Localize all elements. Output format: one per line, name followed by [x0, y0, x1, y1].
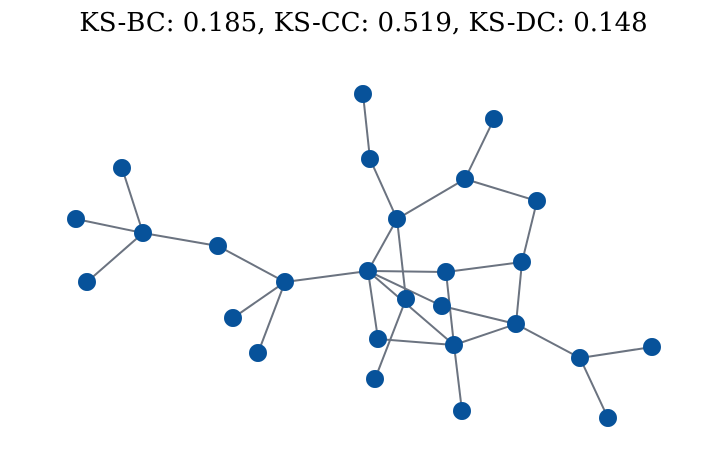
graph-node: [507, 315, 525, 333]
graph-edge: [453, 344, 463, 412]
graph-edge: [257, 281, 286, 354]
graph-node: [437, 263, 455, 281]
graph-edge: [515, 261, 523, 325]
graph-edge: [367, 218, 398, 272]
graph-node: [397, 290, 415, 308]
figure-title: KS-BC: 0.185, KS-CC: 0.519, KS-DC: 0.148: [79, 8, 648, 38]
graph-edge: [367, 270, 379, 340]
graph-edge: [464, 118, 495, 180]
graph-edges: [75, 93, 653, 419]
graph-edge: [217, 245, 286, 283]
graph-node: [445, 336, 463, 354]
graph-edge: [396, 178, 466, 220]
graph-node: [513, 253, 531, 271]
graph-edge: [367, 270, 447, 273]
graph-edge: [579, 357, 609, 419]
graph-edge: [75, 218, 144, 234]
graph-edge: [367, 270, 443, 307]
graph-node: [456, 170, 474, 188]
graph-edge: [377, 338, 455, 346]
graph-node: [113, 159, 131, 177]
graph-edge: [445, 261, 523, 273]
graph-edge: [369, 158, 398, 220]
graph-node: [224, 309, 242, 327]
graph-edge: [232, 281, 286, 319]
graph-node: [369, 330, 387, 348]
graph-edge: [453, 323, 517, 346]
graph-node: [388, 210, 406, 228]
graph-node: [528, 192, 546, 210]
graph-edge: [121, 167, 144, 234]
graph-edge: [86, 232, 144, 283]
graph-node: [249, 344, 267, 362]
graph-edge: [142, 232, 219, 247]
graph-edge: [362, 93, 371, 160]
graph-node: [209, 237, 227, 255]
graph-edge: [464, 178, 538, 202]
graph-node: [485, 110, 503, 128]
graph-node: [361, 150, 379, 168]
graph-node: [354, 85, 372, 103]
graph-node: [453, 402, 471, 420]
graph-edge: [441, 305, 517, 325]
graph-node: [78, 273, 96, 291]
graph-edge: [579, 346, 653, 359]
graph-nodes: [67, 85, 661, 427]
graph-node: [599, 409, 617, 427]
graph-edge: [284, 270, 369, 283]
graph-node: [643, 338, 661, 356]
graph-node: [571, 349, 589, 367]
graph-edge: [521, 200, 538, 263]
graph-node: [67, 210, 85, 228]
graph-node: [134, 224, 152, 242]
graph-edge: [515, 323, 581, 359]
graph-node: [366, 370, 384, 388]
graph-node: [359, 262, 377, 280]
graph-node: [433, 297, 451, 315]
graph-edge: [367, 270, 455, 346]
graph-node: [276, 273, 294, 291]
graph-edge: [396, 218, 407, 300]
